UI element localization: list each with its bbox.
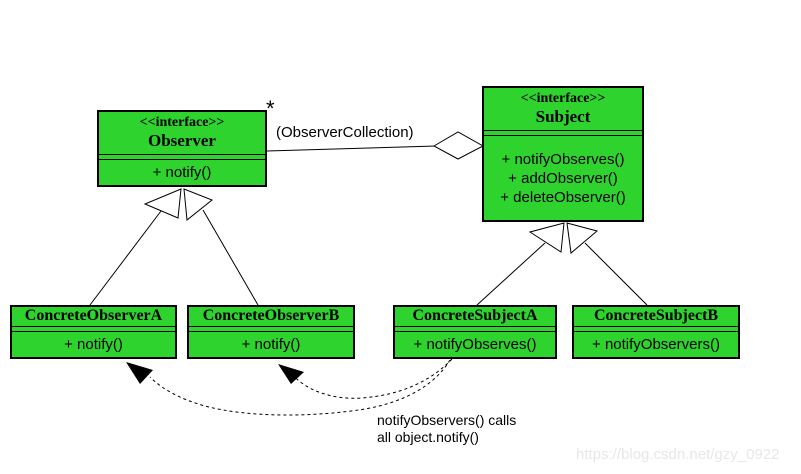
class-box-concrete-subject-a: ConcreteSubjectA + notifyObserves() <box>393 305 557 359</box>
class-name: ConcreteSubjectA <box>412 307 538 325</box>
generalization-line-subject-a <box>476 242 546 306</box>
methods-compartment: + notifyObserves() + addObserver() + del… <box>484 136 642 220</box>
method-label: + notifyObservers() <box>592 336 720 353</box>
annotation-line: all object.notify() <box>377 429 479 445</box>
aggregation-diamond-icon <box>432 131 485 160</box>
methods-compartment: + notify() <box>99 160 265 185</box>
filled-arrowhead-icon <box>278 364 304 384</box>
method-label: + notifyObserves() <box>501 150 625 168</box>
methods-compartment: + notify() <box>12 332 175 357</box>
annotation-note: notifyObservers() calls all object.notif… <box>377 412 516 446</box>
method-label: + addObserver() <box>508 169 618 187</box>
class-title: <<interface>> Subject <box>484 88 642 130</box>
attributes-compartment <box>395 326 555 332</box>
attributes-compartment <box>99 154 265 160</box>
generalization-line-observer-b <box>202 209 259 306</box>
attributes-compartment <box>189 326 353 332</box>
generalization-line-observer-a <box>89 210 162 306</box>
class-title: ConcreteSubjectB <box>574 307 738 326</box>
attributes-compartment <box>574 326 738 332</box>
class-box-concrete-observer-b: ConcreteObserverB + notify() <box>187 305 355 359</box>
attributes-compartment <box>484 130 642 136</box>
class-title: ConcreteSubjectA <box>395 307 555 326</box>
watermark-text: https://blog.csdn.net/gzy_0922 <box>576 446 780 463</box>
method-label: + notify() <box>64 336 123 353</box>
hollow-triangle-icon <box>143 188 182 219</box>
class-title: ConcreteObserverB <box>189 307 353 326</box>
hollow-triangle-icon <box>566 222 599 254</box>
class-name: Observer <box>148 131 216 151</box>
method-label: + notify() <box>152 164 212 181</box>
class-box-concrete-observer-a: ConcreteObserverA + notify() <box>10 305 177 359</box>
notify-call-curve-to-observer-b <box>292 358 453 399</box>
hollow-triangle-icon <box>528 222 565 253</box>
notify-call-curve-to-observer-a <box>149 359 451 416</box>
methods-compartment: + notify() <box>189 332 353 357</box>
stereotype-label: <<interface>> <box>520 91 606 107</box>
class-box-subject: <<interface>> Subject + notifyObserves()… <box>482 86 644 222</box>
multiplicity-label: * <box>266 96 275 121</box>
class-title: <<interface>> Observer <box>99 112 265 154</box>
method-label: + notifyObserves() <box>413 336 537 353</box>
attributes-compartment <box>12 326 175 332</box>
association-role-label: (ObserverCollection) <box>276 124 414 141</box>
class-name: Subject <box>535 107 591 127</box>
annotation-line: notifyObservers() calls <box>377 412 517 428</box>
methods-compartment: + notifyObservers() <box>574 332 738 357</box>
hollow-triangle-icon <box>183 188 213 221</box>
class-title: ConcreteObserverA <box>12 307 175 326</box>
filled-arrowhead-icon <box>126 362 153 384</box>
generalization-line-subject-b <box>584 242 648 306</box>
class-box-observer: <<interface>> Observer + notify() <box>97 110 267 187</box>
class-name: ConcreteObserverB <box>202 307 340 325</box>
class-box-concrete-subject-b: ConcreteSubjectB + notifyObservers() <box>572 305 740 359</box>
class-name: ConcreteObserverA <box>24 307 163 325</box>
method-label: + deleteObserver() <box>500 188 626 206</box>
association-line <box>266 145 437 152</box>
class-name: ConcreteSubjectB <box>593 307 719 325</box>
method-label: + notify() <box>241 336 301 353</box>
stereotype-label: <<interface>> <box>139 115 225 131</box>
methods-compartment: + notifyObserves() <box>395 332 555 357</box>
